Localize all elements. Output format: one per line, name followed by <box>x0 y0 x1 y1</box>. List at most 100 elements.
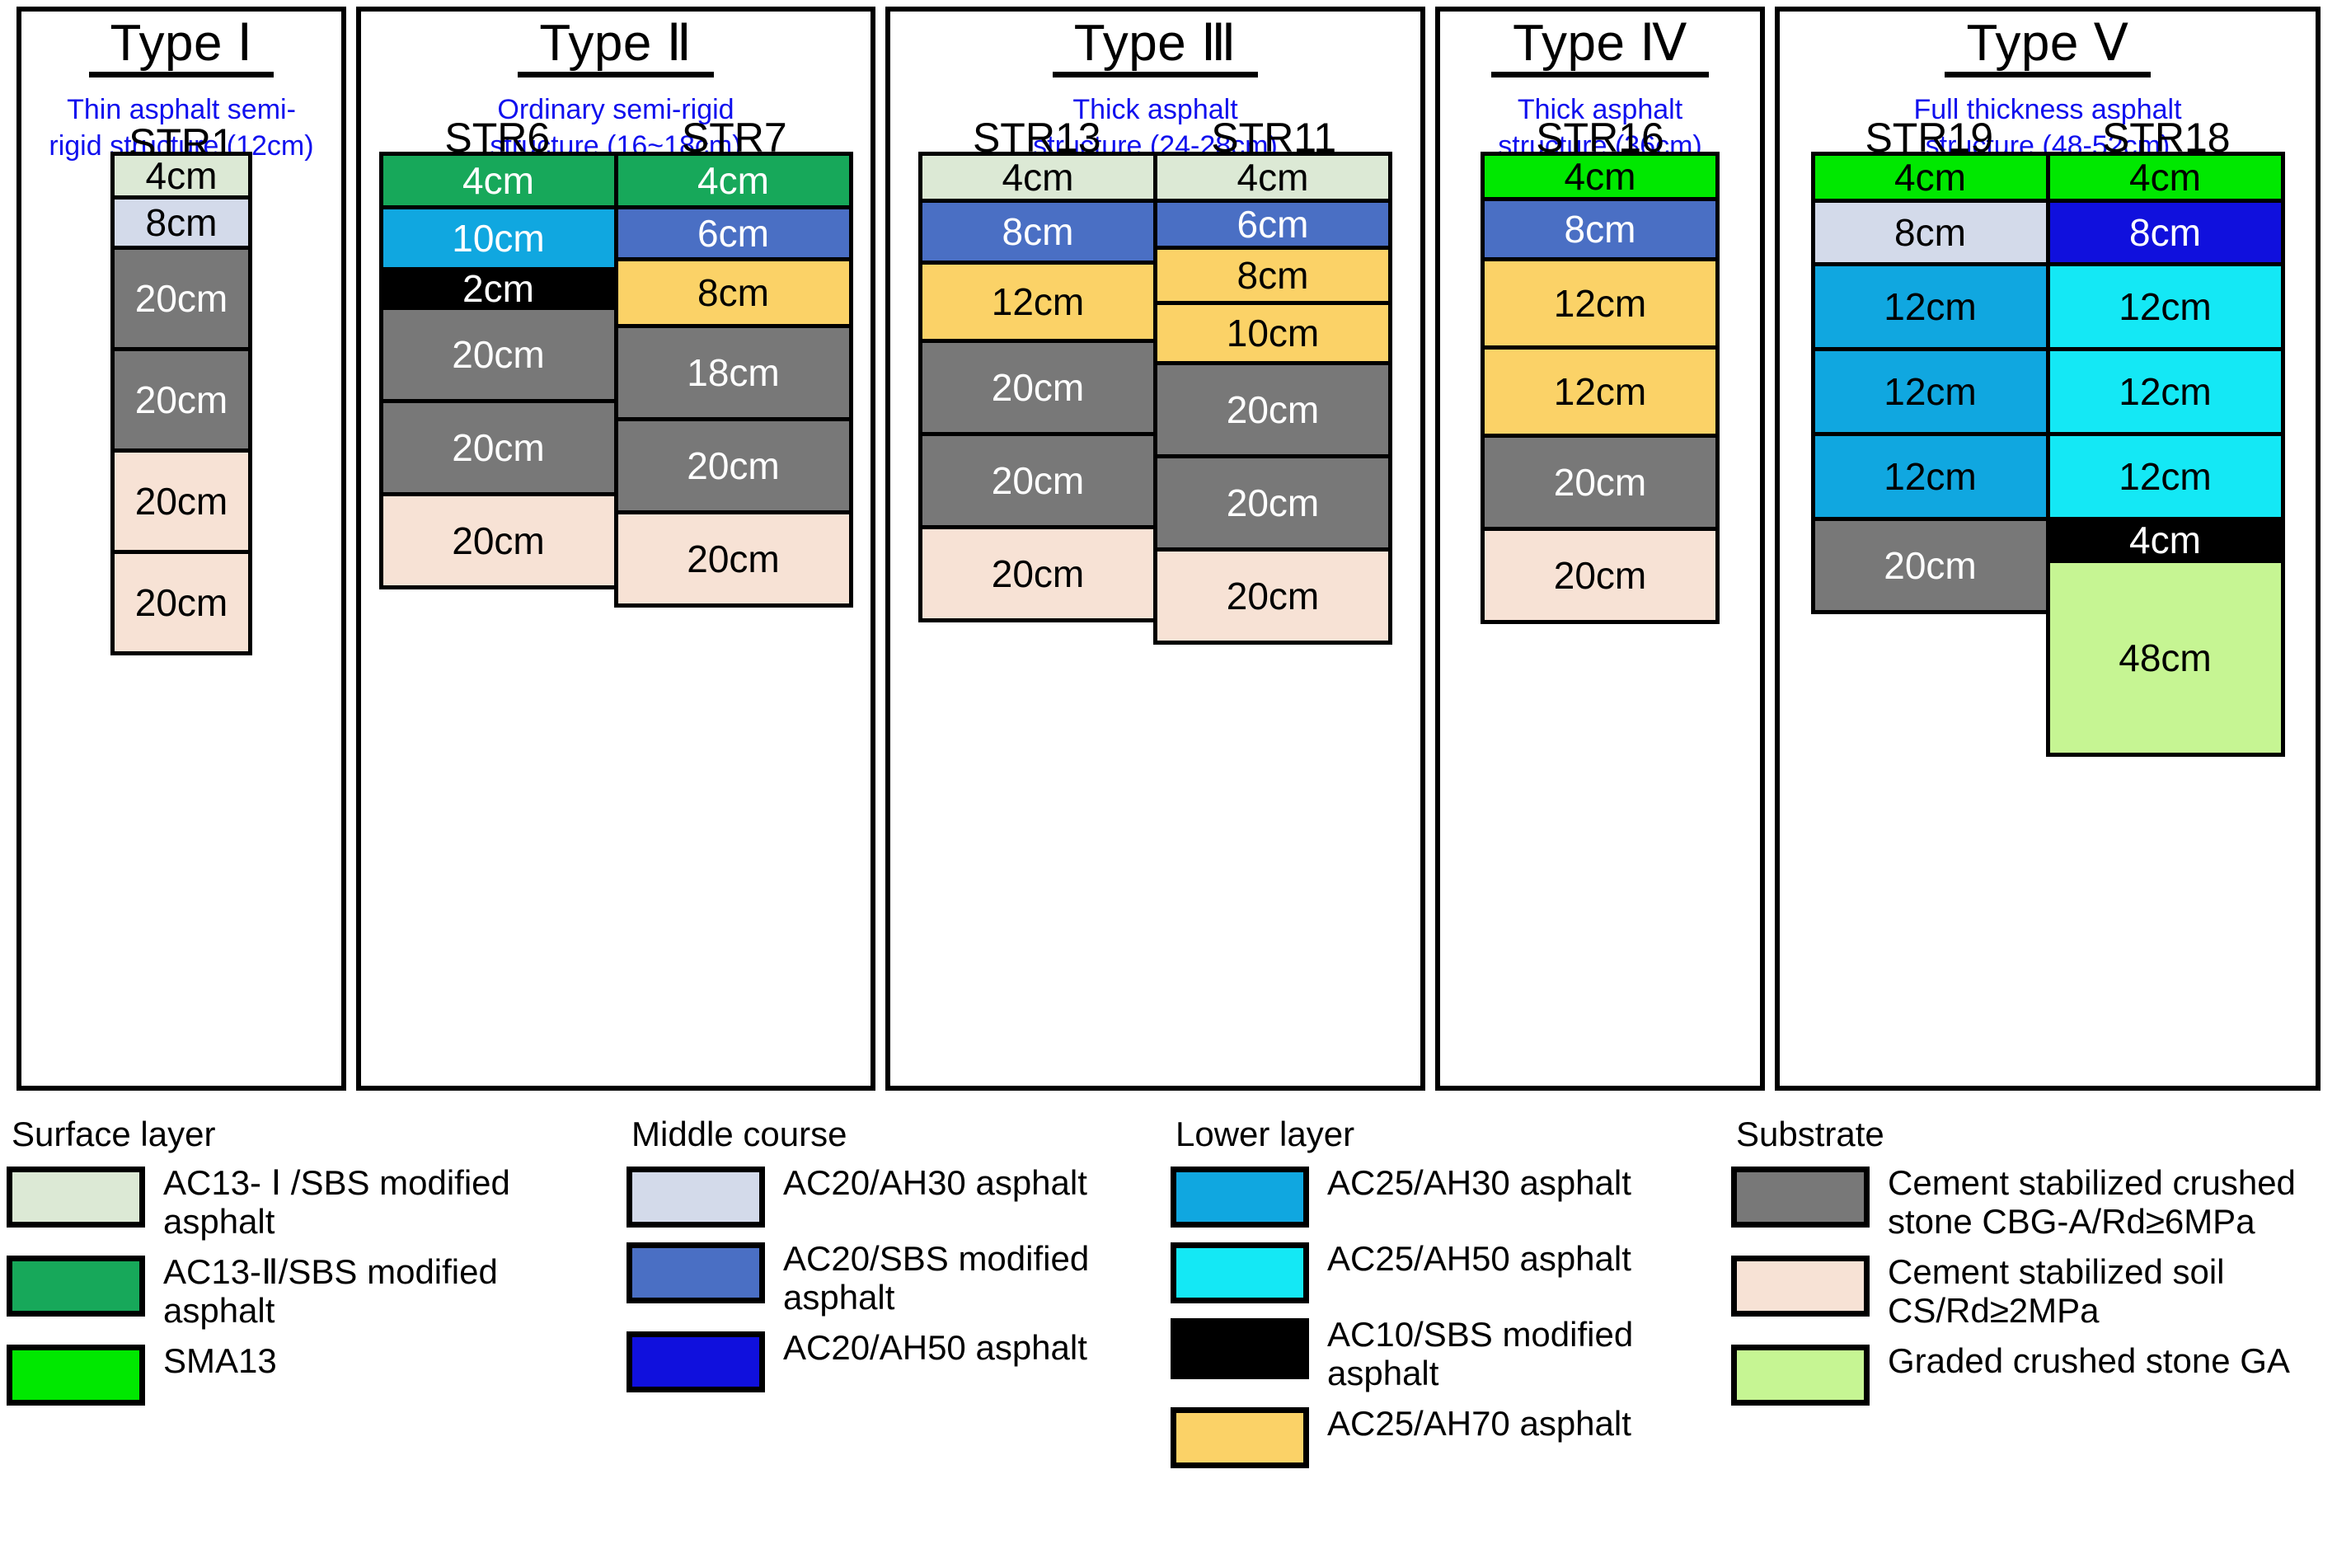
legend-item: AC13-Ⅱ/SBS modified asphalt <box>7 1252 633 1330</box>
pavement-layer: 20cm <box>378 306 618 403</box>
panel-title: Type Ⅰ <box>88 12 275 78</box>
legend-item-label: AC25/AH50 asphalt <box>1327 1239 1631 1278</box>
pavement-layer: 12cm <box>2045 347 2285 436</box>
structure-id-label: STR13 <box>972 115 1101 161</box>
legend-color-swatch <box>1731 1345 1870 1406</box>
pavement-layer: 20cm <box>378 399 618 496</box>
pavement-layer: 20cm <box>110 246 252 351</box>
legend-item: Cement stabilized soil CS/Rd≥2MPa <box>1731 1252 2337 1330</box>
legend-item: AC25/AH50 asphalt <box>1171 1239 1748 1303</box>
pavement-layer: 4cm <box>2045 152 2285 203</box>
pavement-layer: 4cm <box>110 152 252 200</box>
pavement-layer: 20cm <box>1153 361 1392 458</box>
structure-id-labels: STR16 <box>1481 117 1720 158</box>
panel-title: Type Ⅲ <box>1052 12 1259 78</box>
pavement-layer: 8cm <box>1810 199 2050 266</box>
panel-title: Type Ⅳ <box>1491 12 1709 78</box>
pavement-layer: 20cm <box>613 510 853 608</box>
pavement-layer: 12cm <box>1810 432 2050 521</box>
legend-item-label: Graded crushed stone GA <box>1888 1341 2290 1381</box>
pavement-layer: 12cm <box>918 261 1157 343</box>
legend-item-label: AC10/SBS modified asphalt <box>1327 1315 1634 1393</box>
pavement-layer: 18cm <box>613 324 853 421</box>
pavement-layer: 20cm <box>613 417 853 514</box>
legend-color-swatch <box>7 1345 145 1406</box>
legend-item-label: Cement stabilized crushed stone CBG-A/Rd… <box>1888 1163 2296 1242</box>
pavement-layer: 2cm <box>378 267 618 310</box>
structure-id-label: STR7 <box>681 115 787 161</box>
legend-group-title: Surface layer <box>12 1115 216 1153</box>
legend-color-swatch <box>1171 1242 1309 1303</box>
pavement-layer: 8cm <box>2045 199 2285 266</box>
pavement-layer: 12cm <box>2045 432 2285 521</box>
pavement-layer: 20cm <box>1481 434 1720 531</box>
pavement-layer: 6cm <box>613 205 853 261</box>
pavement-layer: 8cm <box>1481 197 1720 261</box>
legend-item: AC25/AH30 asphalt <box>1171 1163 1748 1228</box>
legend-color-swatch <box>626 1331 765 1393</box>
pavement-layer: 12cm <box>2045 262 2285 351</box>
legend-item-label: AC13-Ⅱ/SBS modified asphalt <box>163 1252 498 1331</box>
legend-color-swatch <box>1171 1318 1309 1379</box>
legend-color-swatch <box>1731 1256 1870 1317</box>
legend-item-label: AC25/AH70 asphalt <box>1327 1404 1631 1444</box>
legend-color-swatch <box>626 1242 765 1303</box>
legend-color-swatch <box>1731 1167 1870 1228</box>
legend-item-label: AC25/AH30 asphalt <box>1327 1163 1631 1202</box>
legend-item-label: AC20/AH50 asphalt <box>783 1328 1087 1368</box>
pavement-layer: 8cm <box>918 199 1157 265</box>
legend-item: AC10/SBS modified asphalt <box>1171 1315 1748 1392</box>
legend-item: SMA13 <box>7 1341 633 1406</box>
pavement-layer: 4cm <box>1153 152 1392 203</box>
legend-color-swatch <box>1171 1167 1309 1228</box>
legend-item-label: AC13- Ⅰ /SBS modified asphalt <box>163 1163 510 1242</box>
pavement-layer: 20cm <box>1153 454 1392 552</box>
pavement-layer: 4cm <box>2045 517 2285 563</box>
legend-item: AC25/AH70 asphalt <box>1171 1404 1748 1469</box>
panel-title: Type Ⅱ <box>518 12 714 78</box>
pavement-layer: 4cm <box>918 152 1157 203</box>
structure-id-label: STR19 <box>1865 115 1994 161</box>
structure-id-labels: STR6 STR7 <box>379 117 853 158</box>
pavement-layer: 8cm <box>613 257 853 328</box>
structure-id-label: STR6 <box>444 115 551 161</box>
pavement-layer: 4cm <box>1810 152 2050 203</box>
legend-item-label: Cement stabilized soil CS/Rd≥2MPa <box>1888 1252 2225 1331</box>
legend-item-label: AC20/AH30 asphalt <box>783 1163 1087 1202</box>
legend-item-label: SMA13 <box>163 1341 277 1381</box>
pavement-layer: 20cm <box>918 339 1157 436</box>
legend-item: Graded crushed stone GA <box>1731 1341 2337 1406</box>
legend-item: AC20/SBS modified asphalt <box>626 1239 1204 1317</box>
legend-item: Cement stabilized crushed stone CBG-A/Rd… <box>1731 1163 2337 1241</box>
pavement-layer: 8cm <box>1153 246 1392 305</box>
pavement-layer: 4cm <box>1481 152 1720 201</box>
pavement-layer: 10cm <box>1153 301 1392 365</box>
legend-item: AC20/AH50 asphalt <box>626 1328 1204 1393</box>
legend-item: AC20/AH30 asphalt <box>626 1163 1204 1228</box>
pavement-layer: 6cm <box>1153 199 1392 250</box>
structure-id-label: STR16 <box>1536 115 1664 161</box>
pavement-layer: 20cm <box>110 448 252 554</box>
